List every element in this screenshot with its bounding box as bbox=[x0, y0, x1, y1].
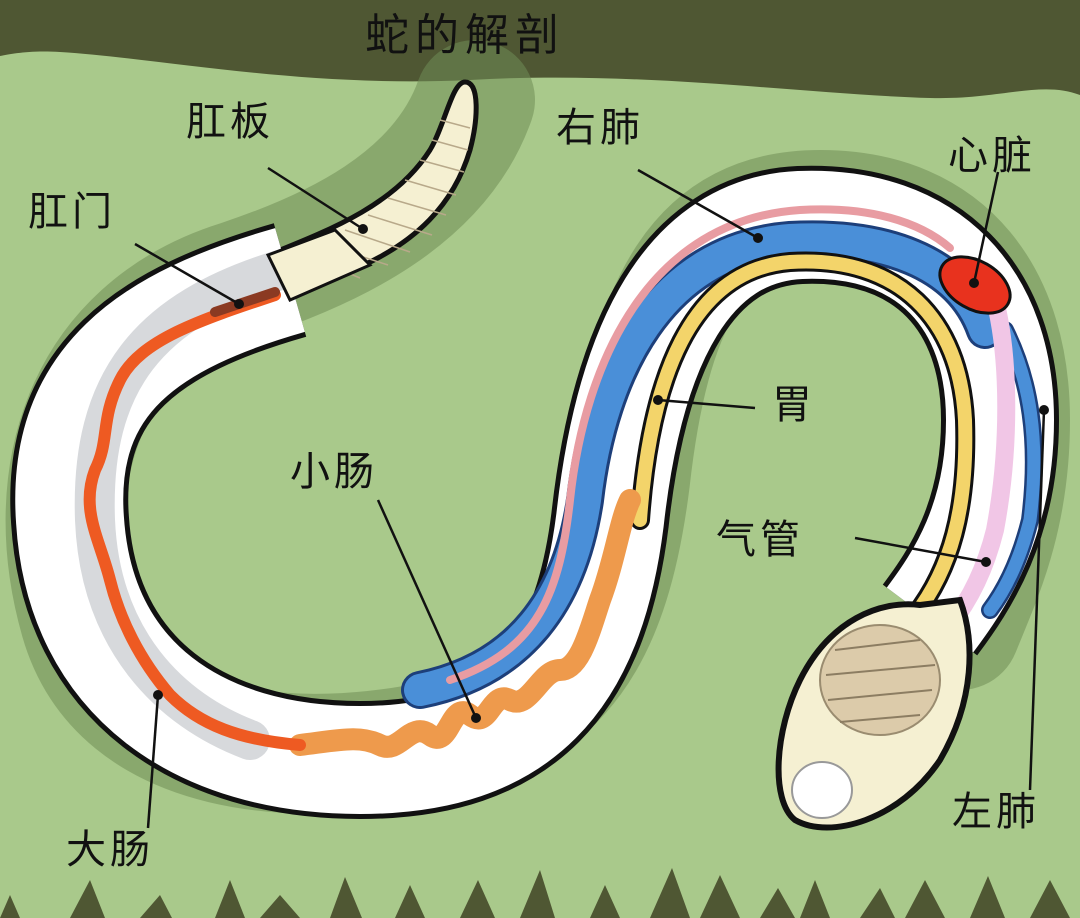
snout bbox=[791, 761, 853, 819]
label-trachea: 气管 bbox=[716, 517, 804, 563]
label-large-intestine: 大肠 bbox=[66, 827, 154, 873]
top-dark-band bbox=[0, 0, 1080, 99]
rectum-shape bbox=[210, 287, 280, 317]
label-right-lung: 右肺 bbox=[556, 105, 644, 151]
small-intestine-shape bbox=[289, 489, 641, 758]
head-plate bbox=[819, 624, 941, 736]
label-heart: 心脏 bbox=[948, 133, 1036, 179]
label-left-lung: 左肺 bbox=[952, 789, 1040, 835]
diagram-title: 蛇的解剖 bbox=[365, 10, 565, 61]
cloacal-plate-shape bbox=[265, 228, 373, 302]
leader-lines bbox=[134, 166, 1046, 829]
tail-scale-lines bbox=[297, 119, 471, 279]
head-plate-lines bbox=[825, 639, 936, 723]
large-intestine-shape bbox=[83, 289, 306, 751]
label-small-intestine: 小肠 bbox=[290, 449, 378, 495]
label-anus: 肛门 bbox=[28, 189, 116, 235]
left-lung-fill bbox=[983, 323, 1041, 617]
stomach-fill bbox=[633, 254, 973, 622]
label-cloacal-plate: 肛板 bbox=[186, 99, 274, 145]
label-stomach: 胃 bbox=[772, 382, 816, 428]
pink-vessel bbox=[446, 205, 954, 684]
grass bbox=[0, 868, 1070, 918]
label-dots bbox=[153, 224, 1049, 723]
trachea-shape bbox=[941, 291, 1016, 634]
